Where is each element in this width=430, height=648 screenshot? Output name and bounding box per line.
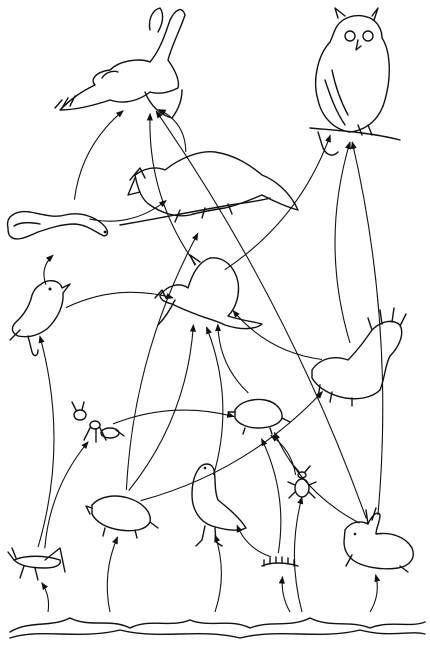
arrow-ant-to-shrew: [112, 409, 235, 425]
arrow-songbird-to-weasel: [65, 291, 174, 309]
arrow-vole-to-skunk: [140, 390, 324, 502]
arrow-rabbit-to-shrew: [273, 431, 360, 524]
owl-icon: [309, 7, 401, 156]
arrow-rabbit-to-eagle: [155, 110, 367, 519]
ant-icon: [71, 401, 125, 443]
arrow-grasshopper-to-ant: [44, 441, 89, 549]
grasshopper-icon: [7, 547, 66, 581]
caterpillar-icon: [261, 556, 299, 567]
skunk-icon: [311, 307, 407, 407]
arrow-skunk-to-weasel: [232, 309, 323, 361]
weasel-icon: [154, 254, 263, 330]
songbird-icon: [9, 280, 71, 357]
arrow-vole-to-fox: [125, 232, 199, 490]
arrow-fox-to-eagle: [158, 109, 187, 153]
rabbit-icon: [343, 507, 414, 573]
arrow-snake-to-eagle: [73, 110, 124, 200]
arrow-caterpillar-to-grouse: [236, 524, 272, 558]
arrow-shrew-to-weasel: [214, 323, 249, 394]
arrow-grass-to-grasshopper: [41, 581, 50, 613]
arrow-caterpillar-to-shrew: [261, 438, 282, 554]
shrew-icon: [227, 398, 291, 435]
arrow-grass-to-grouse: [214, 534, 222, 613]
eagle-icon: [54, 7, 186, 119]
arrow-snake-to-fox: [89, 200, 167, 222]
arrow-grass-to-beetle: [293, 496, 304, 613]
arrow-skunk-to-owl: [334, 141, 351, 344]
arrow-vole-to-weasel: [128, 324, 197, 491]
grass-icon: [9, 617, 426, 639]
fox-icon: [119, 151, 299, 226]
arrow-grass-to-vole: [106, 536, 119, 613]
arrow-grass-to-caterpillar: [278, 575, 291, 613]
beetle-icon: [287, 465, 317, 499]
arrow-rabbit-to-owl: [350, 141, 384, 516]
snake-icon: [6, 210, 109, 240]
arrow-weasel-to-owl: [224, 134, 331, 271]
arrow-grasshopper-to-songbird: [37, 335, 55, 548]
arrow-beetle-to-shrew: [270, 434, 297, 475]
arrow-weasel-to-eagle: [146, 112, 197, 265]
food-web-links: [37, 109, 384, 613]
arrow-songbird-to-snake: [43, 254, 54, 285]
arrow-grouse-to-weasel: [205, 326, 224, 476]
grouse-icon: [191, 463, 247, 547]
arrow-grass-to-rabbit: [369, 573, 381, 613]
vole-icon: [85, 495, 159, 539]
